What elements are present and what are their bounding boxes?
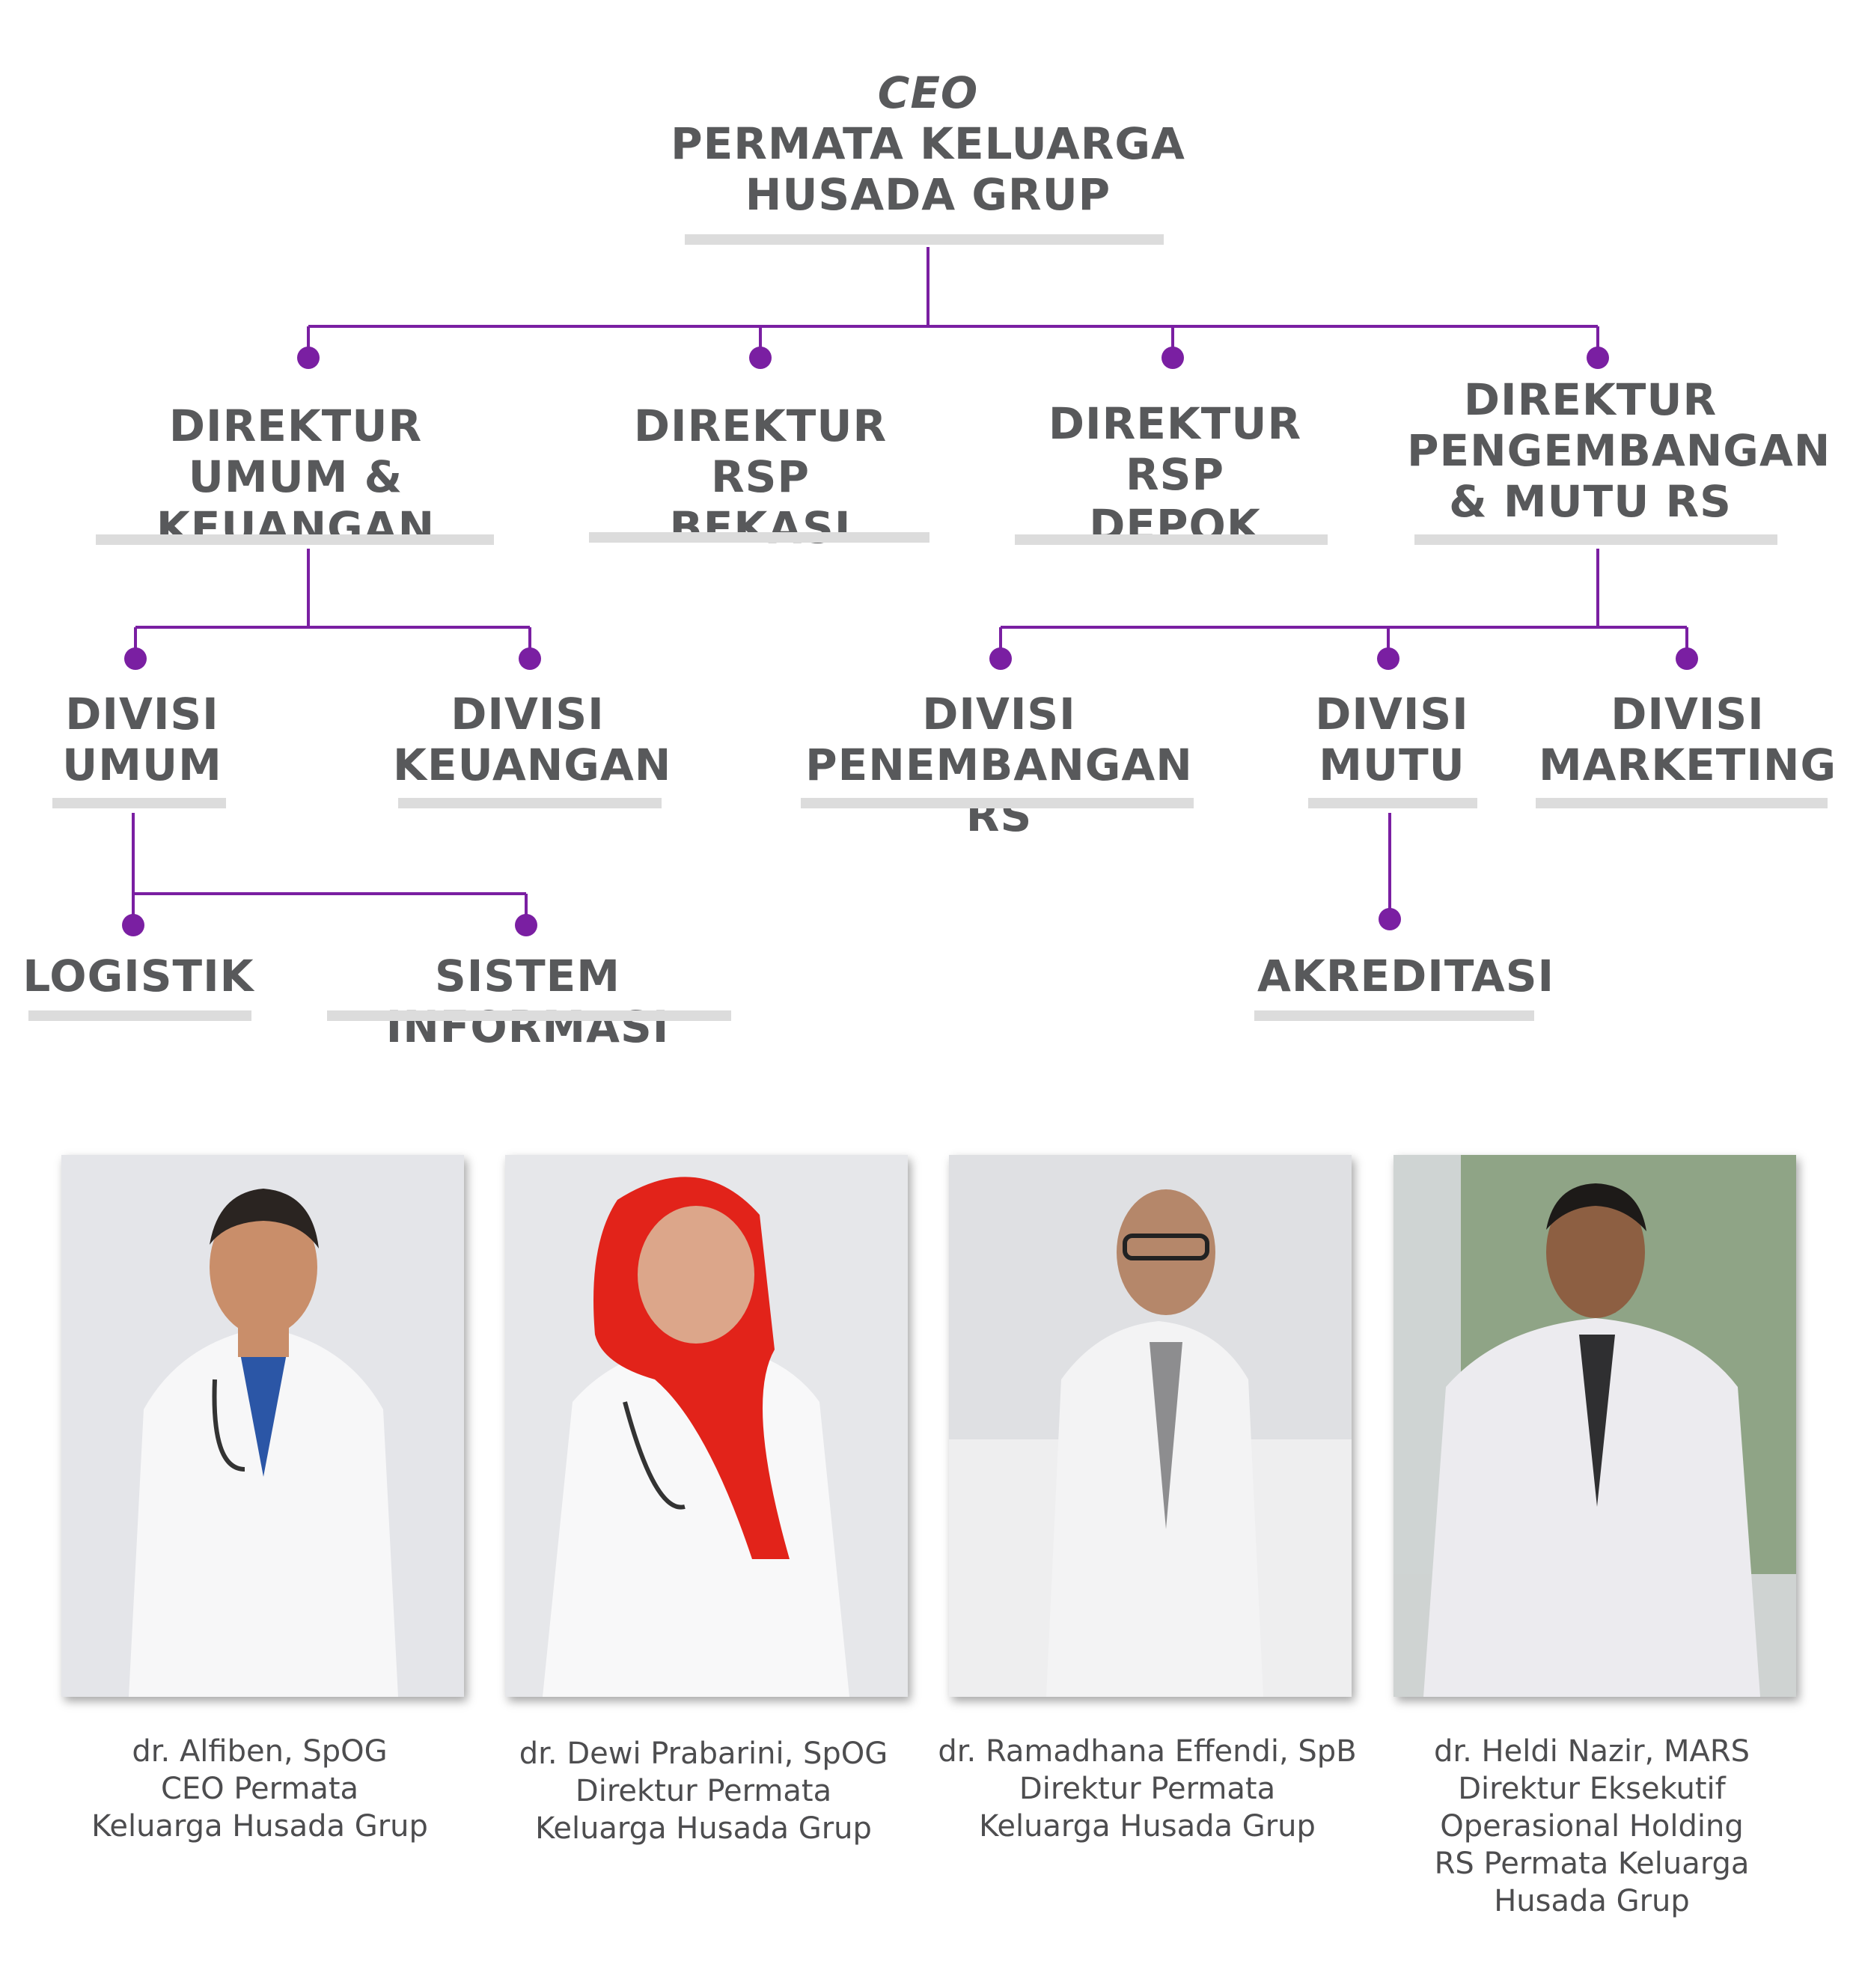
unit-underline xyxy=(1254,1010,1534,1021)
division-line-2: MUTU xyxy=(1319,740,1465,790)
person-title-line: Keluarga Husada Grup xyxy=(535,1811,872,1846)
director-umum-keuangan: DIREKTUR UMUM & KEUANGAN xyxy=(90,400,501,553)
director-line-3: & MUTU RS xyxy=(1449,476,1732,527)
division-line-2: PENEMBANGAN RS xyxy=(805,740,1193,841)
director-rsp-bekasi: DIREKTUR RSP BEKASI xyxy=(588,400,932,553)
portrait-photo-3 xyxy=(949,1155,1352,1697)
division-penembangan-rs: DIVISI PENEMBANGAN RS xyxy=(797,689,1201,841)
connector-dot xyxy=(124,647,147,670)
division-keuangan: DIVISI KEUANGAN xyxy=(393,689,672,790)
connector-dot xyxy=(1377,647,1399,670)
division-marketing: DIVISI MARKETING xyxy=(1534,689,1841,790)
connector-dot xyxy=(519,647,541,670)
person-caption-3: dr. Ramadhana Effendi, SpB Direktur Perm… xyxy=(923,1733,1372,1845)
division-underline xyxy=(52,798,226,808)
ceo-line-2: HUSADA GRUP xyxy=(745,169,1111,220)
person-caption-4: dr. Heldi Nazir, MARS Direktur Eksekutif… xyxy=(1367,1733,1816,1920)
director-line-1: DIREKTUR RSP xyxy=(633,400,888,502)
portrait-photo-2 xyxy=(505,1155,908,1697)
director-line-2: PENGEMBANGAN xyxy=(1407,425,1831,476)
unit-akreditasi: AKREDITASI xyxy=(1257,951,1555,1001)
person-title-line: CEO Permata xyxy=(160,1772,359,1806)
division-line-1: DIVISI xyxy=(1315,689,1469,740)
person-title-line: Operasional Holding xyxy=(1440,1809,1744,1844)
director-underline xyxy=(589,532,929,543)
ceo-node: CEO PERMATA KELUARGA HUSADA GRUP xyxy=(666,67,1190,220)
connector-dot xyxy=(297,347,320,369)
division-umum: DIVISI UMUM xyxy=(37,689,247,790)
ceo-role: CEO xyxy=(877,67,979,118)
person-caption-1: dr. Alfiben, SpOG CEO Permata Keluarga H… xyxy=(35,1733,484,1845)
division-underline xyxy=(1536,798,1828,808)
division-line-1: DIVISI xyxy=(922,689,1076,740)
portrait-photo-1 xyxy=(61,1155,464,1697)
connector-dot xyxy=(122,914,144,936)
connector-dot xyxy=(1587,347,1609,369)
unit-sistem-informasi: SISTEM INFORMASI xyxy=(322,951,733,1052)
person-title-line: Direktur Permata xyxy=(575,1774,832,1808)
connector-dot xyxy=(989,647,1012,670)
person-title-line: Husada Grup xyxy=(1494,1884,1690,1918)
division-line-2: MARKETING xyxy=(1538,740,1837,790)
division-underline xyxy=(801,798,1194,808)
unit-label: SISTEM INFORMASI xyxy=(385,951,670,1052)
director-line-2: KEUANGAN xyxy=(156,502,436,553)
person-title-line: Keluarga Husada Grup xyxy=(91,1809,428,1844)
connector-dot xyxy=(1161,347,1184,369)
unit-underline xyxy=(327,1010,731,1021)
director-underline xyxy=(1414,534,1777,545)
person-name: dr. Ramadhana Effendi, SpB xyxy=(938,1734,1357,1769)
person-name: dr. Dewi Prabarini, SpOG xyxy=(519,1737,888,1771)
division-line-2: KEUANGAN xyxy=(393,740,672,790)
ceo-underline xyxy=(685,234,1164,245)
director-rsp-depok: DIREKTUR RSP DEPOK xyxy=(1003,398,1347,551)
person-title-line: Keluarga Husada Grup xyxy=(979,1809,1316,1844)
division-mutu: DIVISI MUTU xyxy=(1298,689,1486,790)
director-line-1: DIREKTUR xyxy=(1463,374,1718,425)
director-line-1: DIREKTUR UMUM & xyxy=(168,400,423,502)
unit-underline xyxy=(28,1010,251,1021)
org-chart-connectors xyxy=(122,247,1698,936)
unit-label: AKREDITASI xyxy=(1257,951,1555,1001)
unit-logistik: LOGISTIK xyxy=(22,951,254,1001)
person-title-line: RS Permata Keluarga xyxy=(1434,1847,1750,1881)
division-line-2: UMUM xyxy=(62,740,222,790)
division-underline xyxy=(1308,798,1477,808)
director-underline xyxy=(96,534,494,545)
person-title-line: Direktur Permata xyxy=(1019,1772,1276,1806)
director-line-2: BEKASI xyxy=(669,502,852,553)
connector-dot xyxy=(515,914,537,936)
director-line-1: DIREKTUR RSP xyxy=(1048,398,1302,500)
portrait-photo-4 xyxy=(1393,1155,1796,1697)
person-caption-2: dr. Dewi Prabarini, SpOG Direktur Permat… xyxy=(479,1735,928,1847)
person-name: dr. Alfiben, SpOG xyxy=(132,1734,388,1769)
connector-dot xyxy=(1676,647,1698,670)
division-underline xyxy=(398,798,662,808)
division-line-1: DIVISI xyxy=(65,689,219,740)
unit-label: LOGISTIK xyxy=(22,951,254,1001)
person-name: dr. Heldi Nazir, MARS xyxy=(1433,1734,1750,1769)
person-title-line: Direktur Eksekutif xyxy=(1458,1772,1726,1806)
division-line-1: DIVISI xyxy=(1611,689,1765,740)
director-pengembangan-mutu: DIREKTUR PENGEMBANGAN & MUTU RS xyxy=(1407,374,1831,527)
connector-dot xyxy=(1379,908,1401,930)
director-underline xyxy=(1015,534,1328,545)
division-line-1: DIVISI xyxy=(451,689,605,740)
ceo-line-1: PERMATA KELUARGA xyxy=(671,118,1185,169)
connector-dot xyxy=(749,347,772,369)
